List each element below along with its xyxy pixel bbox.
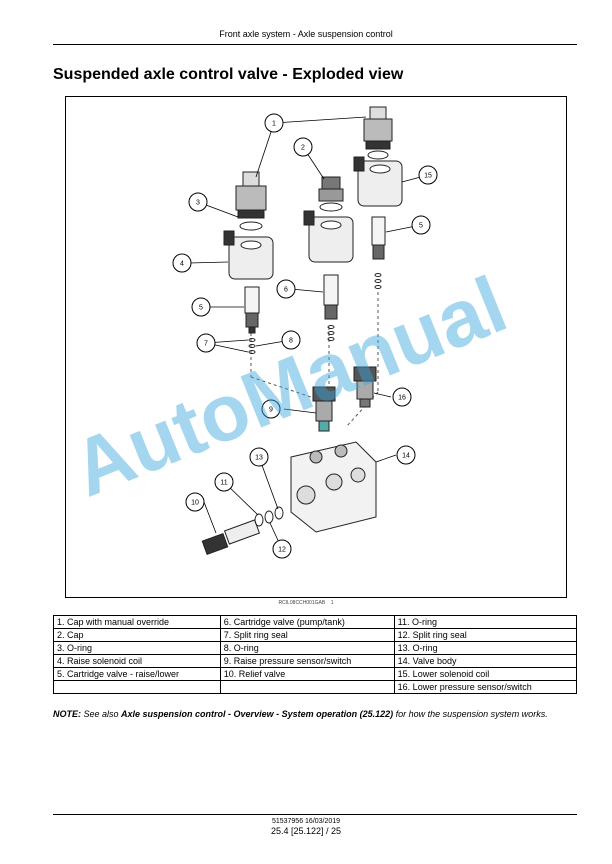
callout-8: 8 [281,330,301,350]
left-cartridge-valve [244,286,260,334]
page-title: Suspended axle control valve - Exploded … [53,66,404,83]
callout-4: 4 [172,253,192,273]
svg-text:8: 8 [289,338,293,345]
legend-cell: 13. O-ring [393,641,578,655]
legend-cell: 15. Lower solenoid coil [393,667,578,681]
footer-doc-id: 51537956 16/03/2019 [271,818,341,825]
split-ring-seals-7 [248,338,256,354]
legend-cell: 9. Raise pressure sensor/switch [219,654,395,668]
note-link[interactable]: Axle suspension control - Overview - Sys… [121,709,394,719]
callout-7: 7 [196,333,216,353]
callout-5a: 5 [191,297,211,317]
legend-cell: 4. Raise solenoid coil [53,654,221,668]
figure-caption: RCIL08CCH001GAB 1 [0,600,612,606]
note-text-after: for how the suspension system works. [393,709,548,719]
raise-pressure-sensor [312,386,336,432]
legend-cell: 3. O-ring [53,641,221,655]
svg-text:5: 5 [419,223,423,230]
svg-text:10: 10 [191,500,199,507]
o-ring-right [367,150,389,160]
callout-11: 11 [214,472,234,492]
legend-cell: 16. Lower pressure sensor/switch [393,680,578,694]
callout-5b: 5 [411,215,431,235]
svg-text:13: 13 [255,455,263,462]
lower-pressure-sensor [353,366,377,408]
o-ring-3 [239,221,263,231]
o-ring-13 [274,506,284,520]
right-cap-manual-override [363,106,393,150]
svg-text:14: 14 [402,453,410,460]
legend-cell [53,680,221,694]
callout-2: 2 [293,137,313,157]
figure-number: 1 [330,600,334,606]
pump-tank-cartridge-valve [323,274,339,341]
svg-text:11: 11 [220,480,227,487]
callout-15: 15 [418,165,438,185]
note: NOTE: See also Axle suspension control -… [53,709,577,720]
section-header: Front axle system - Axle suspension cont… [219,29,393,39]
legend-cell: 2. Cap [53,628,221,642]
lower-solenoid-coil [353,156,403,207]
split-ring-seal-12 [264,510,274,524]
legend-cell: 5. Cartridge valve - raise/lower [53,667,221,681]
o-ring-middle [319,202,343,212]
svg-text:1: 1 [272,121,276,128]
svg-text:3: 3 [196,200,200,207]
o-ring-11 [254,513,264,527]
svg-text:6: 6 [284,287,288,294]
callout-10: 10 [185,492,205,512]
svg-text:9: 9 [269,407,273,414]
relief-valve [201,519,261,555]
header-rule [53,44,577,45]
legend-cell: 14. Valve body [393,654,578,668]
callout-9: 9 [261,399,281,419]
legend-row: 16. Lower pressure sensor/switch [53,680,578,694]
middle-solenoid-coil [303,210,354,263]
svg-text:5: 5 [199,305,203,312]
note-text-before: See also [81,709,122,719]
callout-13: 13 [249,447,269,467]
footer-rule [53,814,577,815]
middle-cap [318,176,344,202]
svg-text:12: 12 [278,547,286,554]
callout-1a: 1 [264,113,284,133]
callout-12: 12 [272,539,292,559]
callout-3: 3 [188,192,208,212]
footer-page-number: 25.4 [25.122] / 25 [270,826,342,836]
callout-16: 16 [392,387,412,407]
svg-text:7: 7 [204,341,208,348]
callout-14: 14 [396,445,416,465]
legend-cell: 12. Split ring seal [393,628,578,642]
right-cartridge-valve [371,216,386,289]
figure-code: RCIL08CCH001GAB [278,600,326,606]
valve-body [290,441,377,533]
svg-text:15: 15 [424,173,432,180]
left-cap-manual-override [235,171,267,219]
exploded-view-figure: 1 2 3 4 5 5 6 7 8 9 10 11 12 13 14 15 16 [65,96,567,598]
legend-cell: 10. Relief valve [219,667,395,681]
legend-cell: 1. Cap with manual override [53,615,221,629]
callout-6: 6 [276,279,296,299]
legend-cell [219,680,395,694]
svg-text:16: 16 [398,395,406,402]
legend-cell: 7. Split ring seal [219,628,395,642]
legend-cell: 8. O-ring [219,641,395,655]
svg-text:2: 2 [301,145,305,152]
legend-cell: 11. O-ring [393,615,578,629]
svg-text:4: 4 [180,261,184,268]
note-label: NOTE: [53,709,81,719]
legend-cell: 6. Cartridge valve (pump/tank) [219,615,395,629]
raise-solenoid-coil [223,230,274,280]
